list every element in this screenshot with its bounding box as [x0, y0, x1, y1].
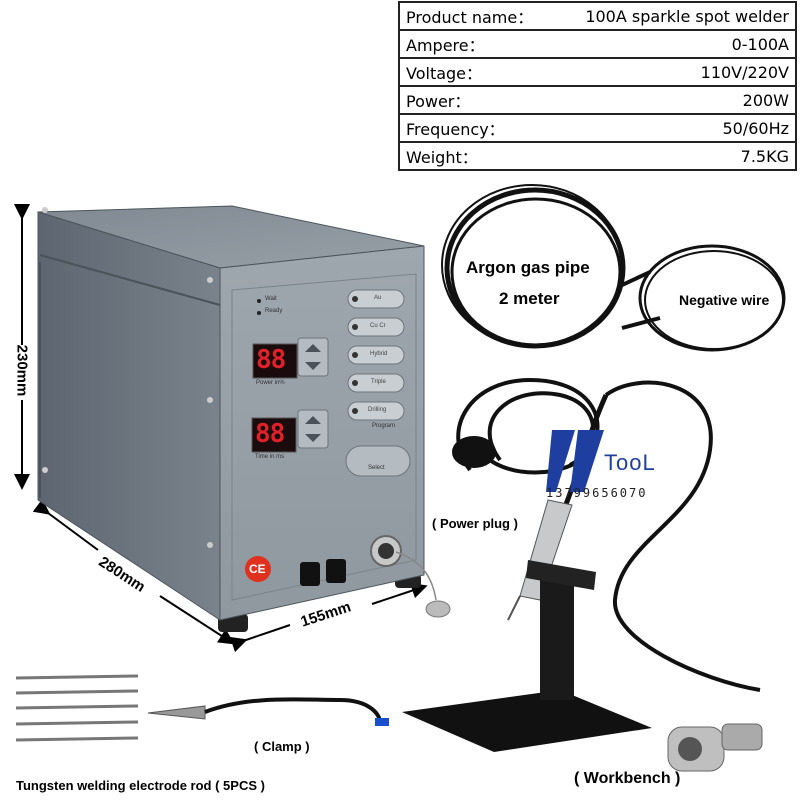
program-label: Program [372, 423, 396, 429]
tungsten-electrodes [15, 674, 139, 742]
spec-key: Product name： [398, 1, 562, 31]
spec-row: Power：200W [398, 85, 797, 115]
spec-value: 50/60Hz [562, 113, 797, 143]
negative-wire-label: Negative wire [679, 292, 770, 308]
ce-mark: CE [249, 562, 266, 576]
mode-button-cucr: Cu Cr [370, 323, 386, 329]
argon-label-line2: 2 meter [499, 289, 560, 308]
status-ready: Ready [265, 308, 283, 314]
time-display: 88 [255, 419, 285, 449]
mode-button-drilling: Drilling [368, 407, 387, 413]
power-display: 88 [256, 345, 286, 375]
argon-gas-pipe [441, 184, 626, 349]
power-display-label: Power in% [256, 380, 285, 386]
spec-row: Product name：100A sparkle spot welder [398, 1, 797, 31]
brand-phone: 13799656070 [546, 486, 648, 500]
spec-value: 200W [562, 85, 797, 115]
dim-height-label: 230mm [13, 344, 31, 397]
spec-row: Ampere：0-100A [398, 29, 797, 59]
argon-label-line1: Argon gas pipe [466, 258, 590, 277]
workbench-stand [402, 560, 652, 752]
clamp-label: ( Clamp ) [254, 739, 310, 754]
mode-button-au: Au [374, 295, 382, 301]
electrodes-label: Tungsten welding electrode rod ( 5PCS ) [16, 778, 265, 793]
spot-welder-unit [37, 205, 451, 632]
workbench-label: ( Workbench ) [574, 770, 681, 787]
brand-name: TooL [604, 450, 656, 475]
spec-row: Frequency：50/60Hz [398, 113, 797, 143]
spec-value: 110V/220V [562, 57, 797, 87]
spec-value: 100A sparkle spot welder [562, 1, 797, 31]
brand-logo [546, 430, 604, 492]
status-wait: Wait [265, 296, 277, 302]
aviation-connector [667, 723, 763, 772]
spec-row: Weight：7.5KG [398, 141, 797, 171]
spec-key: Voltage： [398, 57, 562, 87]
spec-key: Weight： [398, 141, 562, 171]
power-plug-label: ( Power plug ) [432, 516, 518, 531]
negative-wire [619, 244, 786, 352]
spec-key: Power： [398, 85, 562, 115]
brand-logo-mark: 7G [612, 445, 613, 446]
mode-button-triple: Triple [371, 379, 386, 385]
dimension-lines [14, 204, 428, 653]
mode-button-hybrid: Hybrid [370, 351, 388, 357]
spec-value: 0-100A [562, 29, 797, 59]
spec-key: Ampere： [398, 29, 562, 59]
spec-table: Product name：100A sparkle spot welder Am… [398, 1, 797, 171]
time-display-label: Time in ms [255, 454, 285, 460]
clamp [147, 697, 389, 726]
spec-key: Frequency： [398, 113, 562, 143]
select-button: Select [368, 465, 385, 471]
spec-row: Voltage：110V/220V [398, 57, 797, 87]
spec-value: 7.5KG [562, 141, 797, 171]
